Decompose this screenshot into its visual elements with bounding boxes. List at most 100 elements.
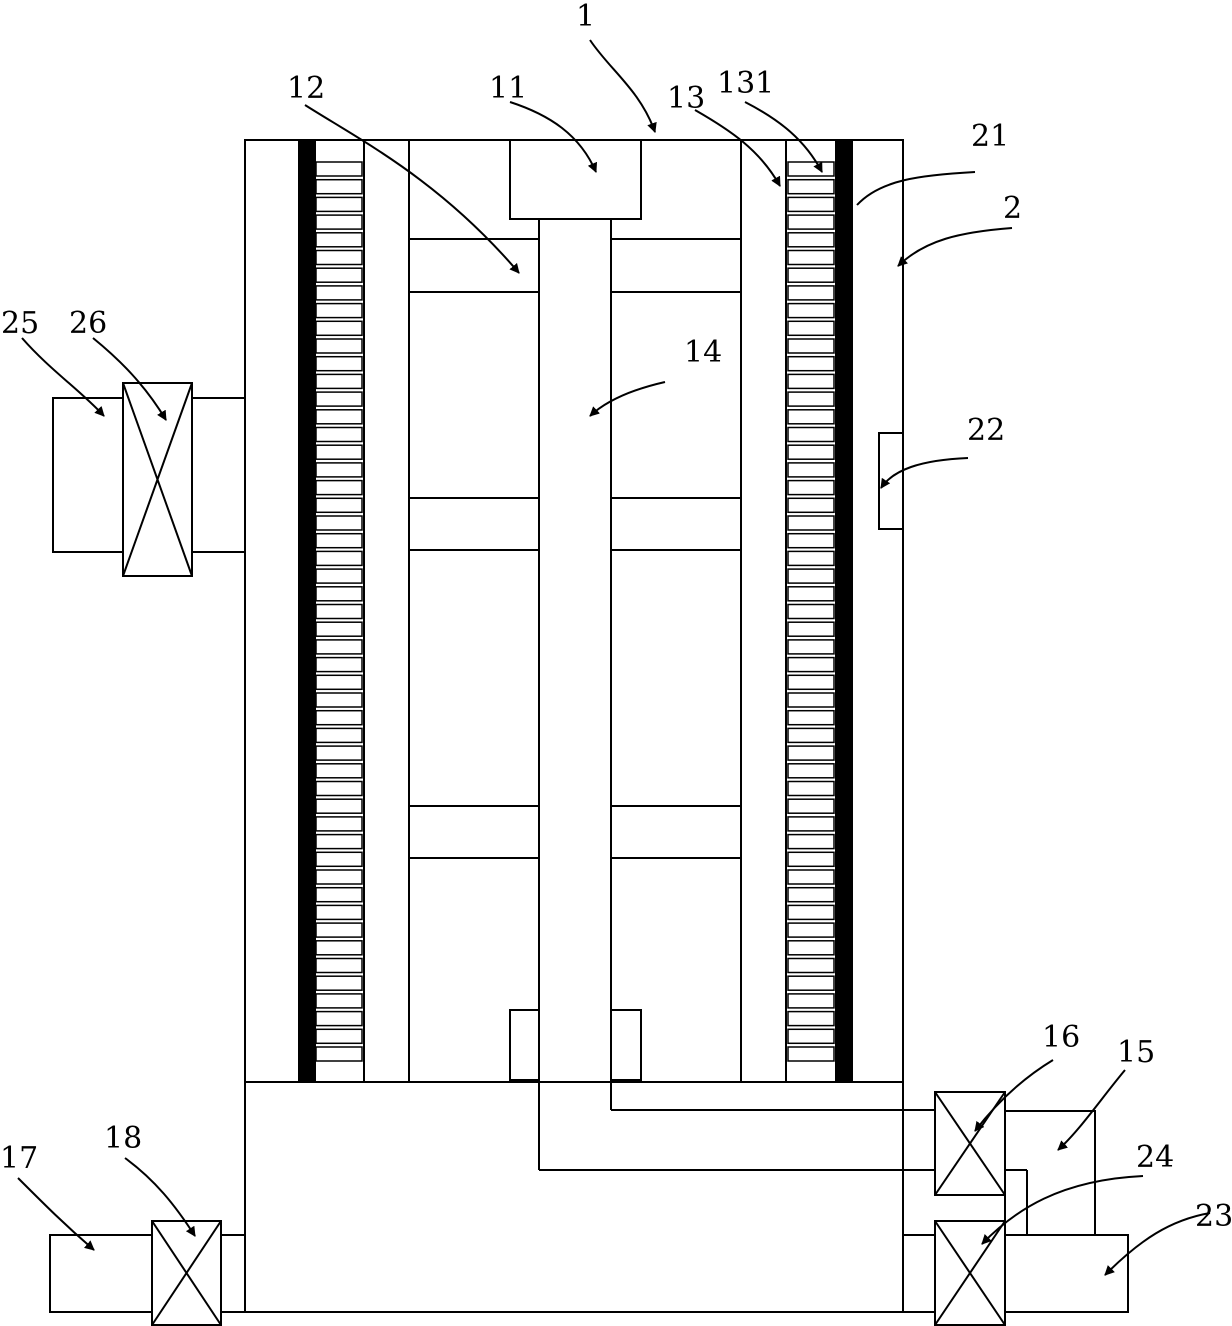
fin	[787, 674, 835, 691]
fin	[787, 603, 835, 620]
fin	[787, 249, 835, 266]
fin	[787, 391, 835, 407]
right-inner-wall	[740, 139, 787, 1083]
fin	[315, 267, 363, 283]
label-23: 23	[1195, 1199, 1232, 1234]
label-131: 131	[717, 66, 774, 101]
fin	[315, 338, 363, 354]
leader-arrows	[17, 39, 1211, 1276]
label-24: 24	[1136, 1140, 1174, 1175]
fin	[315, 532, 363, 549]
fin	[315, 285, 363, 301]
fin	[787, 692, 835, 708]
right-fin-stack	[787, 161, 835, 1062]
fin	[315, 1010, 363, 1027]
fin	[315, 1046, 363, 1062]
fin	[787, 409, 835, 425]
fin	[315, 940, 363, 956]
fin	[787, 196, 835, 213]
fin	[315, 1028, 363, 1045]
fin	[787, 232, 835, 248]
fin	[315, 993, 363, 1009]
trays	[409, 238, 741, 859]
fin	[787, 462, 835, 478]
fin	[787, 780, 835, 797]
fin	[315, 178, 363, 195]
fin	[787, 568, 835, 584]
fin	[787, 497, 835, 514]
fin	[315, 745, 363, 761]
fin	[787, 550, 835, 567]
fin	[787, 586, 835, 602]
bottom-left-outlet-pipe	[49, 1234, 246, 1313]
fin	[315, 515, 363, 531]
outlet-23	[902, 1234, 1129, 1313]
fin	[787, 320, 835, 337]
fin	[787, 267, 835, 283]
fin	[315, 373, 363, 390]
fin	[315, 639, 363, 655]
fin	[787, 656, 835, 673]
label-11: 11	[489, 71, 527, 106]
fin	[787, 338, 835, 354]
fin	[787, 727, 835, 744]
fin	[315, 568, 363, 584]
label-25: 25	[1, 306, 39, 341]
fin	[787, 161, 835, 177]
fin	[315, 869, 363, 885]
fin	[315, 816, 363, 832]
fin	[315, 727, 363, 744]
fin	[787, 426, 835, 443]
left-inner-wall	[363, 139, 410, 1083]
fin	[787, 745, 835, 761]
fin	[315, 780, 363, 797]
fin	[315, 497, 363, 514]
label-21: 21	[971, 119, 1009, 154]
fin	[315, 957, 363, 974]
fin	[315, 426, 363, 443]
fin	[315, 196, 363, 213]
fin	[315, 391, 363, 407]
label-16: 16	[1042, 1020, 1080, 1055]
fin	[787, 373, 835, 390]
fin	[315, 462, 363, 478]
fin	[787, 904, 835, 921]
fin	[787, 355, 835, 372]
fin	[787, 816, 835, 832]
fin	[787, 214, 835, 230]
fin	[787, 479, 835, 496]
fin	[787, 178, 835, 195]
valve-24	[934, 1220, 1006, 1326]
right-heating-layer	[835, 140, 853, 1082]
label-17: 17	[0, 1141, 38, 1176]
label-1: 1	[576, 0, 595, 34]
fin	[315, 798, 363, 814]
fin	[315, 904, 363, 921]
central-tube	[538, 219, 935, 1171]
left-support-block	[509, 1009, 540, 1081]
fin	[315, 302, 363, 319]
fin	[787, 1010, 835, 1027]
fin	[787, 886, 835, 903]
fin	[315, 621, 363, 637]
fin	[787, 639, 835, 655]
label-13: 13	[667, 81, 705, 116]
fin	[787, 621, 835, 637]
fin	[787, 302, 835, 319]
fin	[315, 249, 363, 266]
fin	[315, 479, 363, 496]
fin	[315, 851, 363, 868]
fin	[315, 550, 363, 567]
fin	[787, 940, 835, 956]
fin	[787, 1028, 835, 1045]
fin	[787, 833, 835, 850]
fin	[315, 161, 363, 177]
fin	[315, 763, 363, 779]
label-22: 22	[967, 413, 1005, 448]
fin	[315, 656, 363, 673]
fin	[315, 922, 363, 938]
fin	[787, 515, 835, 531]
fin	[315, 833, 363, 850]
fin	[787, 709, 835, 726]
